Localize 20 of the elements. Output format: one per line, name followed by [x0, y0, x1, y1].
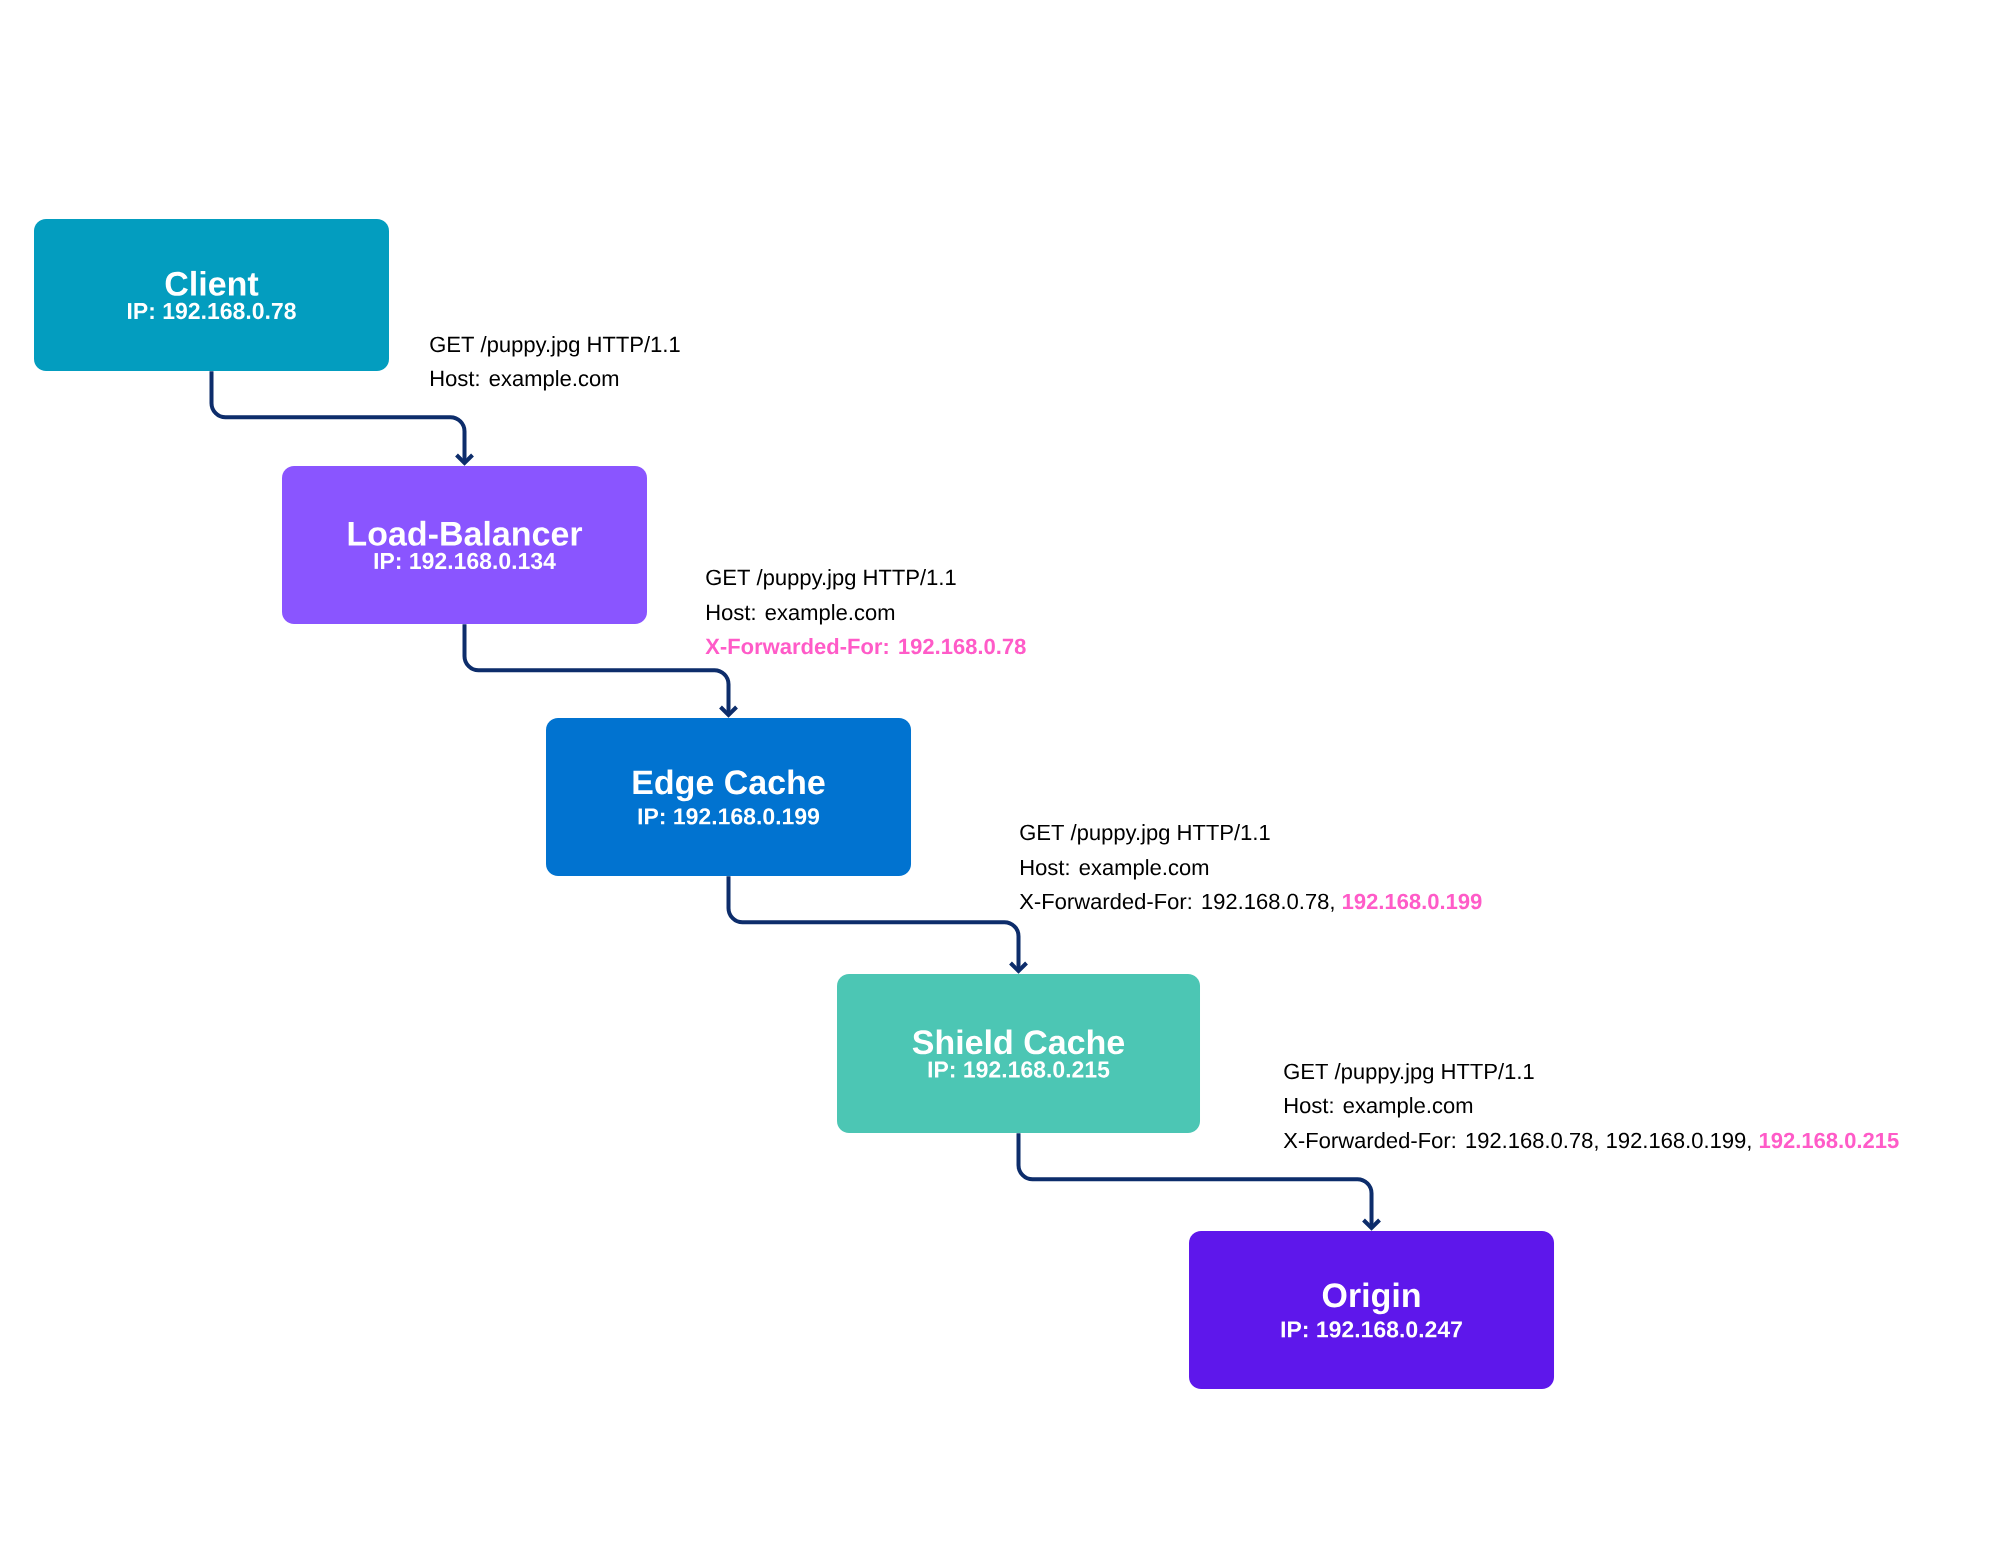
request-text: GET /puppy.jpg HTTP/1.1 — [430, 336, 680, 357]
arrow — [1016, 1133, 1381, 1231]
request-text: GET /puppy.jpg HTTP/1.1 — [1020, 824, 1270, 845]
request-text: Host: example.com — [1021, 859, 1209, 880]
request-text: Host: example.com — [707, 604, 895, 625]
arrow — [462, 624, 738, 718]
process-box: Load-Balancer IP: 192.168.0.134 — [282, 466, 647, 624]
process-box: Shield Cache IP: 192.168.0.215 — [837, 974, 1200, 1133]
arrow — [209, 371, 474, 466]
request-text: X-Forwarded-For: 192.168.0.78, 192.168.0.199, 192.168.0.215 — [1283, 1132, 1899, 1151]
request-text: X-Forwarded-For: 192.168.0.78, 192.168.0.199 — [1019, 893, 1482, 912]
arrow — [726, 876, 1028, 974]
request-text: GET /puppy.jpg HTTP/1.1 — [706, 569, 956, 590]
process-box: Origin IP: 192.168.0.247 — [1189, 1231, 1554, 1389]
request-text: GET /puppy.jpg HTTP/1.1 — [1284, 1063, 1534, 1084]
request-text: Host: example.com — [431, 370, 619, 391]
request-text: X-Forwarded-For: 192.168.0.78 — [705, 638, 1026, 655]
process-box: Client IP: 192.168.0.78 — [34, 219, 389, 371]
process-box: Edge Cache IP: 192.168.0.199 — [546, 718, 911, 876]
request-text: Host: example.com — [1285, 1097, 1473, 1118]
